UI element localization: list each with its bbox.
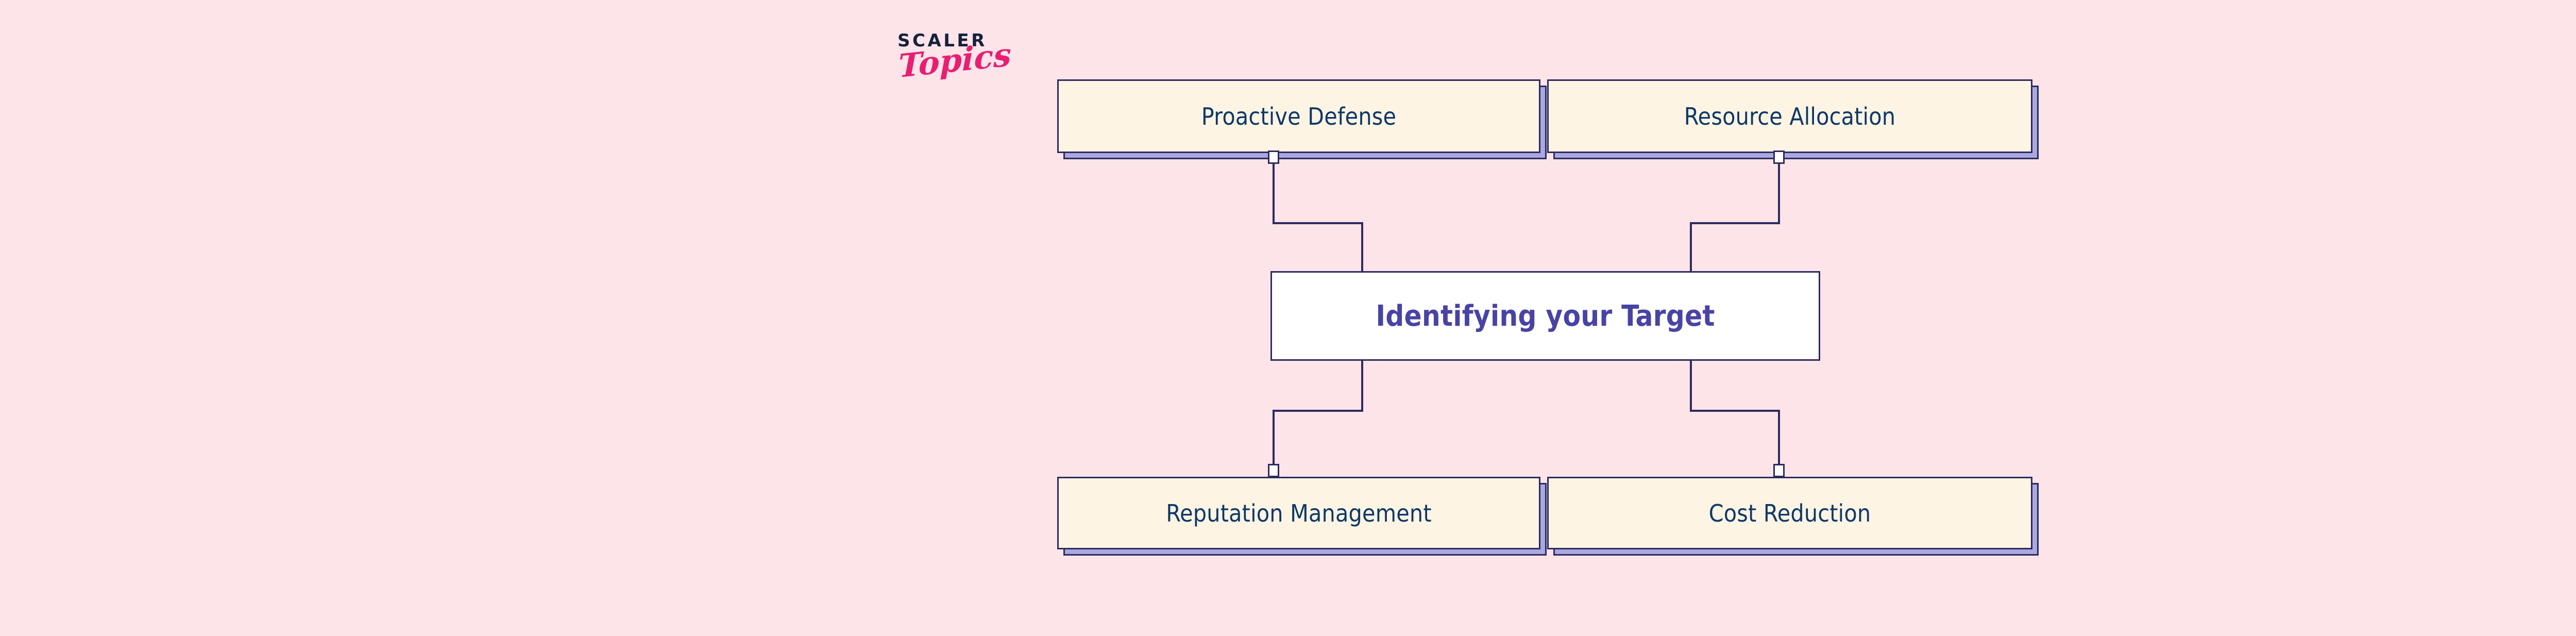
node-label-cost-reduction: Cost Reduction <box>1708 499 1871 527</box>
connector-handle-reputation-management[interactable] <box>1268 464 1279 477</box>
node-resource-allocation[interactable]: Resource Allocation <box>1547 79 2032 153</box>
node-identifying-your-target[interactable]: Identifying your Target <box>1270 271 1820 361</box>
node-label-reputation-management: Reputation Management <box>1166 499 1432 527</box>
connector-proactive-defense-segment-vertical-bottom <box>1361 222 1363 273</box>
connector-resource-allocation-segment-horizontal <box>1690 222 1780 224</box>
node-reputation-management[interactable]: Reputation Management <box>1057 477 1540 549</box>
node-cost-reduction[interactable]: Cost Reduction <box>1547 477 2032 549</box>
connector-reputation-management-segment-vertical-top <box>1361 359 1363 412</box>
node-label-proactive-defense: Proactive Defense <box>1201 102 1397 130</box>
connector-proactive-defense-segment-horizontal <box>1273 222 1363 224</box>
connector-handle-cost-reduction[interactable] <box>1773 464 1785 477</box>
connector-handle-resource-allocation[interactable] <box>1773 150 1785 164</box>
connector-cost-reduction-segment-vertical-top <box>1690 359 1692 412</box>
scaler-topics-logo: SCALER Topics <box>897 32 1026 135</box>
connector-handle-proactive-defense[interactable] <box>1268 150 1279 164</box>
connector-reputation-management-segment-vertical-bottom <box>1273 410 1275 477</box>
connector-resource-allocation-segment-vertical-top <box>1778 163 1780 224</box>
node-proactive-defense[interactable]: Proactive Defense <box>1057 79 1540 153</box>
logo-wordmark-scaler: SCALER <box>897 30 987 51</box>
node-label-identifying-your-target: Identifying your Target <box>1376 299 1715 333</box>
connector-reputation-management-segment-horizontal <box>1273 410 1363 412</box>
connector-cost-reduction-segment-horizontal <box>1690 410 1780 412</box>
connector-resource-allocation-segment-vertical-bottom <box>1690 222 1692 273</box>
node-label-resource-allocation: Resource Allocation <box>1684 102 1896 130</box>
connector-cost-reduction-segment-vertical-bottom <box>1778 410 1780 477</box>
connector-proactive-defense-segment-vertical-top <box>1273 163 1275 224</box>
